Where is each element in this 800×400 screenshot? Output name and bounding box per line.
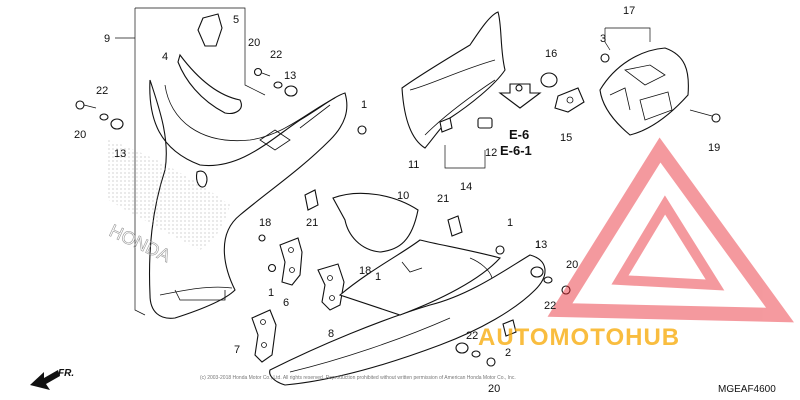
callout-9: 9 — [104, 33, 110, 45]
callout-20: 20 — [566, 259, 578, 271]
part-7-bracket — [251, 309, 277, 363]
callout-7: 7 — [234, 344, 240, 356]
washer-22-bottom — [471, 350, 481, 358]
watermark-logo — [547, 137, 794, 323]
center-inner-panel — [338, 239, 502, 316]
clip-21-center — [447, 215, 463, 237]
upper-cover-group — [401, 11, 585, 169]
front-direction-indicator: FR. — [30, 368, 74, 390]
callout-14: 14 — [460, 181, 472, 193]
cowl-texture — [108, 140, 230, 250]
diagram-code: MGEAF4600 — [718, 384, 776, 395]
section-ref-e6: E-6 — [509, 127, 529, 142]
grommet-13-top — [284, 85, 298, 97]
part-2-clip — [502, 319, 517, 337]
bolt-20-top — [253, 67, 263, 77]
watermark-text: AUTOMOTOHUB — [478, 324, 680, 351]
bracket-14 — [444, 145, 486, 169]
callout-20: 20 — [74, 129, 86, 141]
callout-13: 13 — [114, 148, 126, 160]
callout-17: 17 — [623, 5, 635, 17]
part-17-bracket — [599, 47, 689, 136]
bolt-19 — [711, 113, 721, 123]
bracket-9 — [134, 8, 146, 316]
part-12-pad — [477, 117, 493, 129]
callout-11: 11 — [408, 159, 419, 171]
watermark-triangle-outer — [547, 137, 794, 323]
callout-12: 12 — [485, 147, 497, 159]
nut-1-center — [495, 245, 505, 255]
part-8-bracket — [317, 263, 345, 311]
part-15-plate — [554, 87, 585, 113]
side-cover-panel — [401, 11, 506, 149]
part-10-cover — [332, 192, 419, 253]
callout-22: 22 — [96, 85, 108, 97]
bolt-ref — [515, 84, 523, 92]
watermark-triangle-inner — [611, 195, 725, 291]
part-6-bracket — [279, 237, 303, 286]
callout-1: 1 — [268, 287, 274, 299]
callout-1: 1 — [375, 271, 381, 283]
clip-21-left — [304, 189, 319, 211]
callout-13: 13 — [535, 239, 547, 251]
callout-13: 13 — [284, 70, 296, 82]
part-16-grommet — [540, 72, 558, 88]
lower-cowl-left — [148, 79, 348, 319]
callout-layer: 1111123456789101112131313141516171818192… — [74, 5, 720, 395]
callout-22: 22 — [544, 300, 556, 312]
grommet-13-bottom — [455, 342, 469, 354]
callout-19: 19 — [708, 142, 720, 154]
washer-22-top — [273, 81, 283, 89]
grommet-13-left — [110, 118, 124, 130]
bolt-3 — [600, 53, 610, 63]
callout-18: 18 — [259, 217, 271, 229]
callout-2: 2 — [505, 347, 511, 359]
bolt-18-left — [258, 234, 266, 242]
washer-22-left — [99, 113, 109, 121]
front-label: FR. — [58, 368, 74, 379]
nut-1-top — [357, 125, 367, 135]
callout-21: 21 — [306, 217, 318, 229]
callout-8: 8 — [328, 328, 334, 340]
callout-18: 18 — [359, 265, 371, 277]
callout-1: 1 — [507, 217, 513, 229]
front-arrow-icon — [30, 370, 60, 390]
ref-arrow — [498, 83, 542, 109]
callout-3: 3 — [600, 33, 606, 45]
callout-16: 16 — [545, 48, 557, 60]
part-4-panel — [177, 53, 242, 114]
callout-4: 4 — [162, 51, 168, 63]
callout-22: 22 — [466, 330, 478, 342]
callout-20: 20 — [488, 383, 500, 395]
callout-15: 15 — [560, 132, 572, 144]
callout-21: 21 — [437, 193, 449, 205]
section-ref-e6-1: E-6-1 — [500, 143, 532, 158]
clip-connector — [196, 170, 208, 188]
callout-22: 22 — [270, 49, 282, 61]
bolt-20-right — [561, 285, 571, 295]
left-cowl-group: HONDA — [75, 7, 367, 319]
callout-1: 1 — [535, 239, 541, 251]
bolt-1-mid — [267, 263, 277, 273]
clip-upper — [439, 117, 453, 133]
bracket-group — [251, 189, 385, 363]
callout-1: 1 — [361, 99, 367, 111]
bolt-20-bottom — [486, 357, 496, 367]
callout-6: 6 — [283, 297, 289, 309]
grommet-13-right — [530, 266, 544, 278]
bracket-9-top — [135, 7, 266, 96]
washer-22-right — [543, 276, 553, 284]
callout-10: 10 — [397, 190, 409, 202]
part-5-clip — [197, 13, 223, 47]
bolt-20-left — [75, 100, 85, 110]
callout-20: 20 — [248, 37, 260, 49]
copyright-notice: (c) 2003-2018 Honda Motor Co., Ltd. All … — [200, 375, 516, 381]
part-17-group — [599, 27, 721, 136]
callout-5: 5 — [233, 14, 239, 26]
center-cowl-group — [269, 192, 571, 386]
